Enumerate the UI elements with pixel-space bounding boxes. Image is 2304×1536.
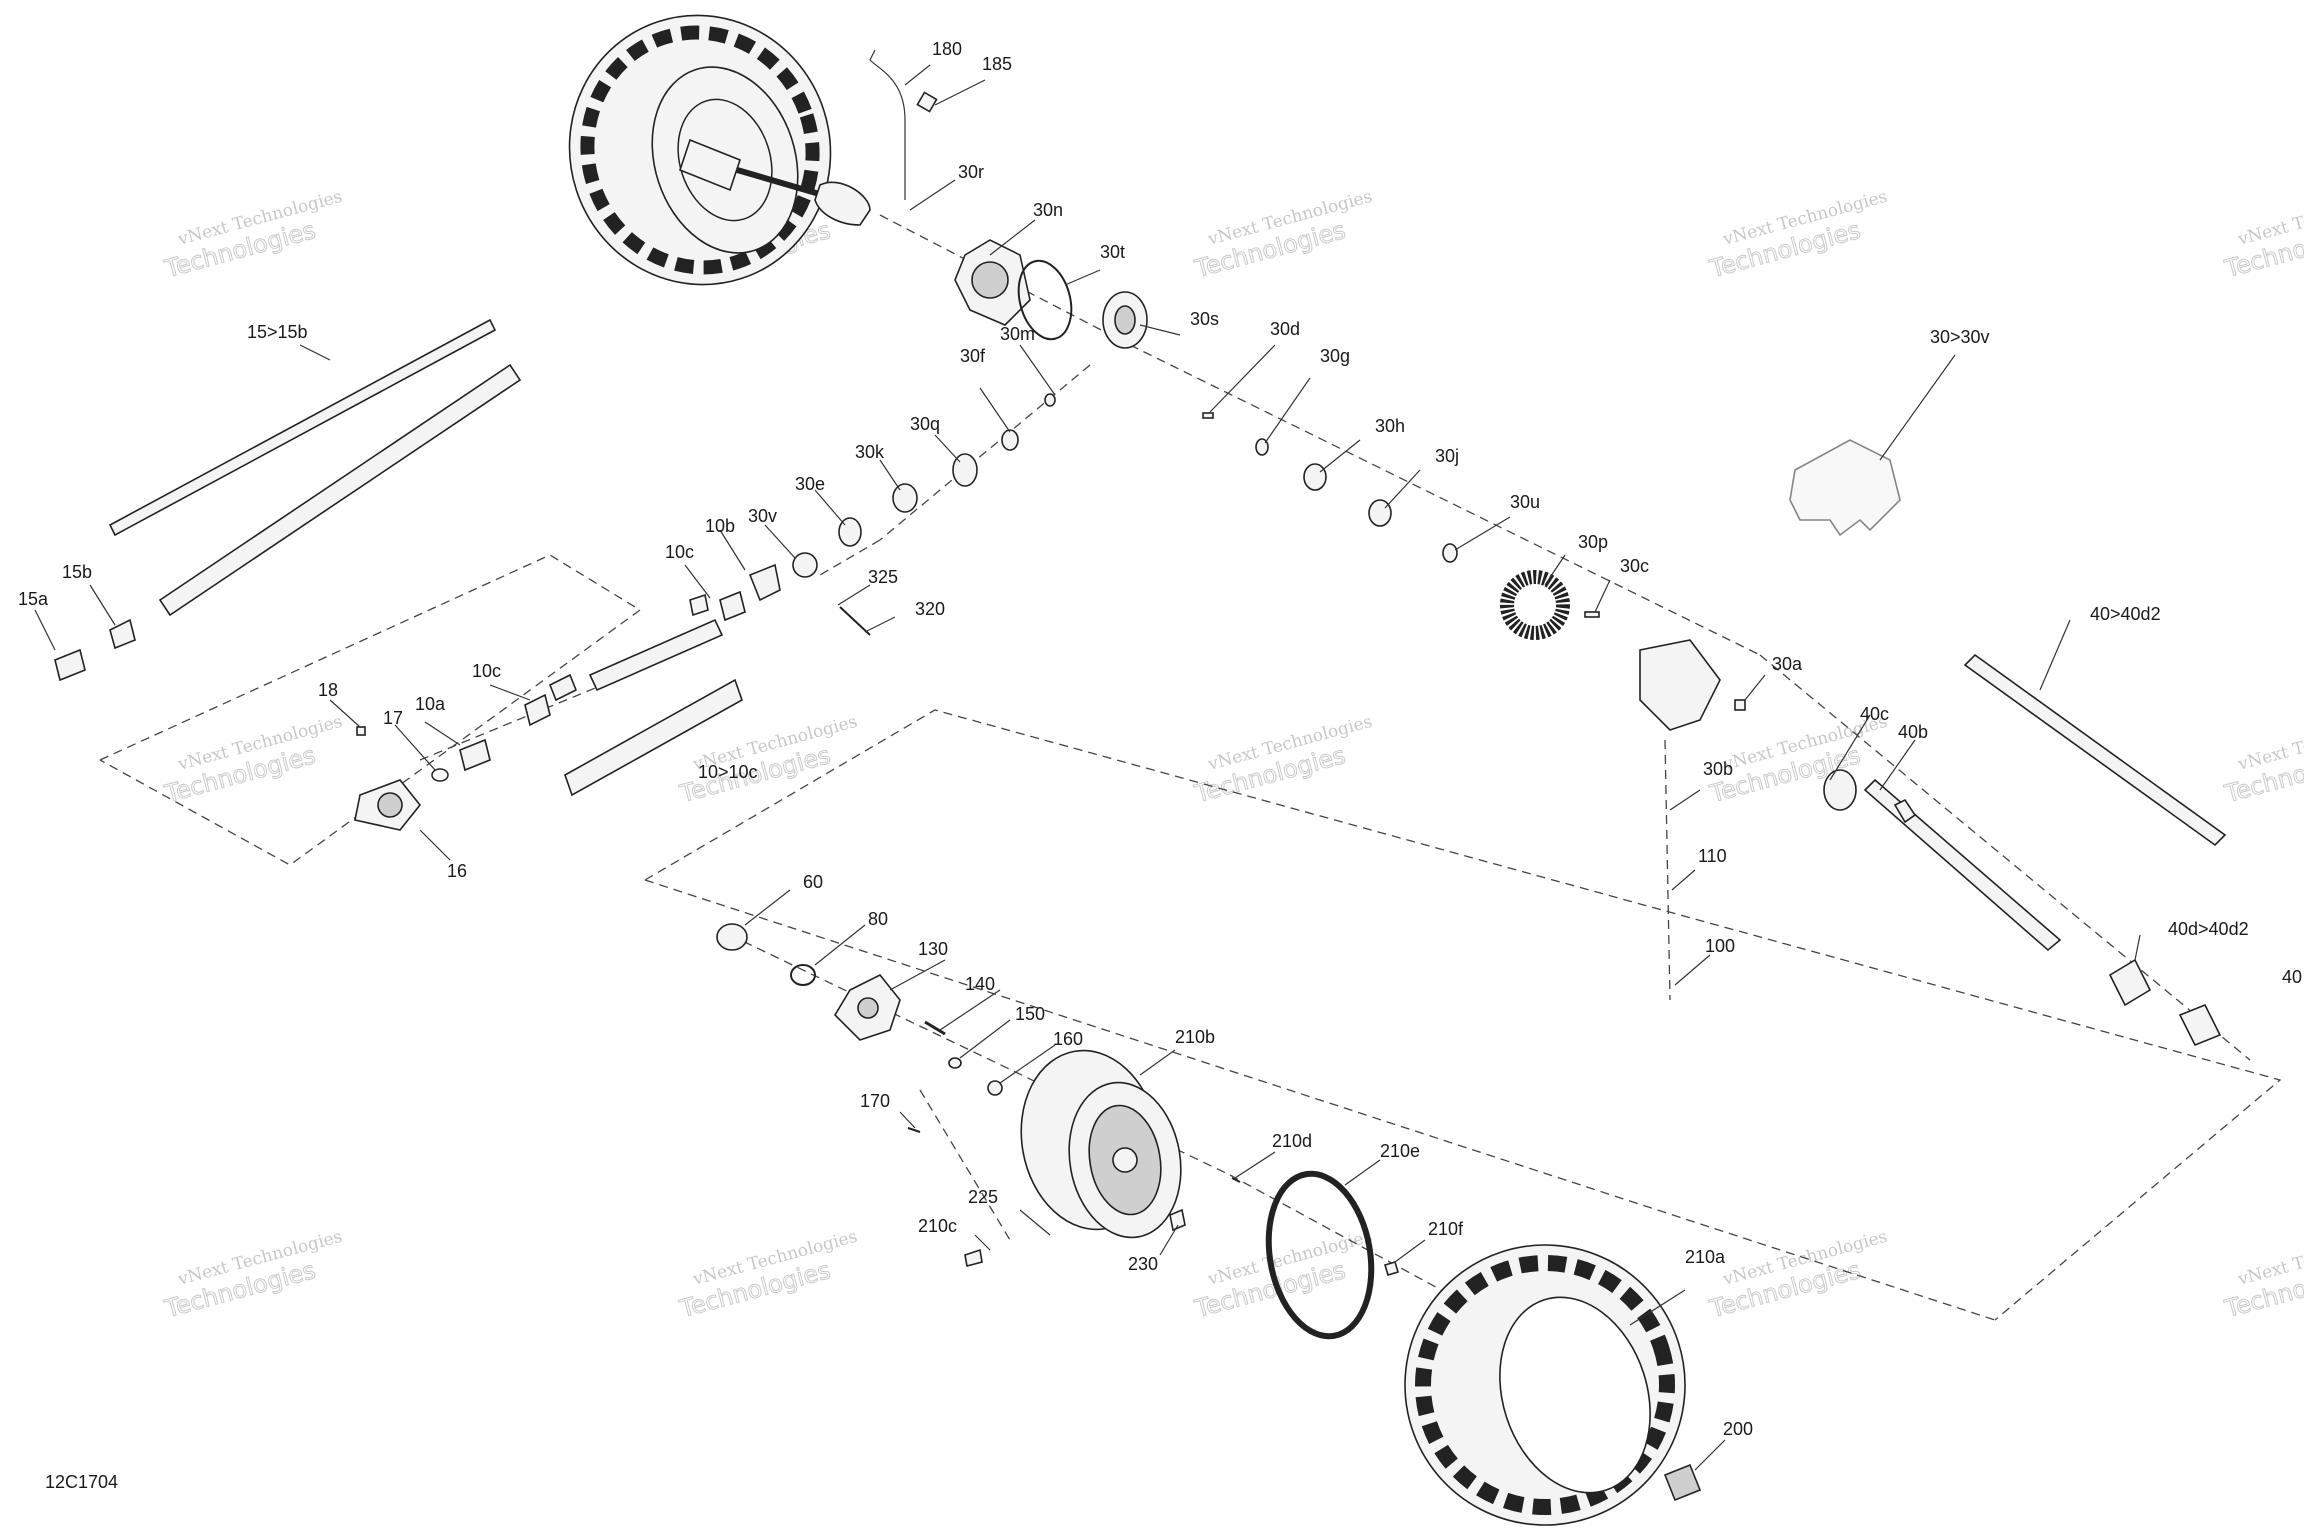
callout-30v: 30v: [748, 506, 777, 526]
callout-320: 320: [915, 599, 945, 619]
callout-225: 225: [968, 1187, 998, 1207]
differential-30s: [1102, 291, 1148, 349]
drive-shafts: [54, 318, 522, 682]
callout-30n: 30n: [1033, 200, 1063, 220]
cover-30n: [954, 239, 1031, 326]
callout-210d: 210d: [1272, 1131, 1312, 1151]
callout-30e: 30e: [795, 474, 825, 494]
callout-17: 17: [383, 708, 403, 728]
callout-150: 150: [1015, 1004, 1045, 1024]
callout-170: 170: [860, 1091, 890, 1111]
callout-10a: 10a: [415, 694, 446, 714]
callout-30r: 30r: [958, 162, 984, 182]
callout-30q: 30q: [910, 414, 940, 434]
callout-30m: 30m: [1000, 324, 1035, 344]
bearing-support: [354, 693, 551, 831]
callout-30u: 30u: [1510, 492, 1540, 512]
small-parts-axis: [719, 393, 1746, 731]
valve-stem-200: [1663, 1463, 1702, 1502]
callout-140: 140: [965, 974, 995, 994]
callout-80: 80: [868, 909, 888, 929]
wheel-rim-210b: [1020, 1049, 1182, 1239]
callout-18: 18: [318, 680, 338, 700]
lower-tire-210a: [1404, 1244, 1686, 1526]
bolt-210c: [964, 1248, 983, 1267]
nut-210f: [1384, 1261, 1399, 1276]
callout-210f: 210f: [1428, 1219, 1464, 1239]
callout-200: 200: [1723, 1419, 1753, 1439]
callout-60: 60: [803, 872, 823, 892]
callout-30t: 30t: [1100, 242, 1125, 262]
diagram-code: 12C1704: [45, 1472, 118, 1492]
callout-210e: 210e: [1380, 1141, 1420, 1161]
o-ring-30t: [1017, 259, 1073, 341]
upper-half-shaft: [679, 138, 871, 226]
axle-shafts: [1823, 653, 2227, 1047]
callout-180: 180: [932, 39, 962, 59]
valve-230: [1169, 1208, 1186, 1232]
callout-160: 160: [1053, 1029, 1083, 1049]
callout-30a: 30a: [1772, 654, 1803, 674]
callout-40-40d2: 40>40d2: [2090, 604, 2161, 624]
sensor-wire: [869, 49, 938, 200]
callout-30h: 30h: [1375, 416, 1405, 436]
callout-30d: 30d: [1270, 319, 1300, 339]
callout-30p: 30p: [1578, 532, 1608, 552]
callout-10b: 10b: [705, 516, 735, 536]
callout-210a: 210a: [1685, 1247, 1726, 1267]
callout-210b: 210b: [1175, 1027, 1215, 1047]
leader-lines: [34, 64, 2141, 1471]
beadlock-ring-210e: [1265, 1170, 1375, 1340]
housing-30-30v: [1789, 439, 1901, 537]
callout-30k: 30k: [855, 442, 885, 462]
callout-30s: 30s: [1190, 309, 1219, 329]
callout-30j: 30j: [1435, 446, 1459, 466]
callout-30-30v: 30>30v: [1930, 327, 1990, 347]
callout-16: 16: [447, 861, 467, 881]
callout-30f: 30f: [960, 346, 986, 366]
callout-10-10c: 10>10c: [698, 762, 758, 782]
front-shafts: [548, 593, 743, 797]
callout-40c: 40c: [1860, 704, 1889, 724]
callout-15a: 15a: [18, 589, 49, 609]
callout-40-edge: 40: [2282, 967, 2302, 987]
bolt-210d: [1231, 1177, 1241, 1183]
callout-15-15b: 15>15b: [247, 322, 308, 342]
callout-40d-40d2: 40d>40d2: [2168, 919, 2249, 939]
callout-15b: 15b: [62, 562, 92, 582]
hub-parts: [716, 923, 1003, 1133]
assembly-outlines: [99, 554, 2282, 1321]
callout-30g: 30g: [1320, 346, 1350, 366]
callout-30c: 30c: [1620, 556, 1649, 576]
callout-labels: 180 185 30r 30n 30t 30s 30d 30g 30h 30j …: [18, 39, 2302, 1439]
callout-230: 230: [1128, 1254, 1158, 1274]
callout-185: 185: [982, 54, 1012, 74]
callout-110: 110: [1698, 846, 1727, 866]
callout-40b: 40b: [1898, 722, 1928, 742]
callout-130: 130: [918, 939, 948, 959]
callout-100: 100: [1705, 936, 1735, 956]
callout-325: 325: [868, 567, 898, 587]
callout-210c: 210c: [918, 1216, 957, 1236]
callout-10c-lower: 10c: [472, 661, 501, 681]
callout-30b: 30b: [1703, 759, 1733, 779]
callout-10c-upper: 10c: [665, 542, 694, 562]
